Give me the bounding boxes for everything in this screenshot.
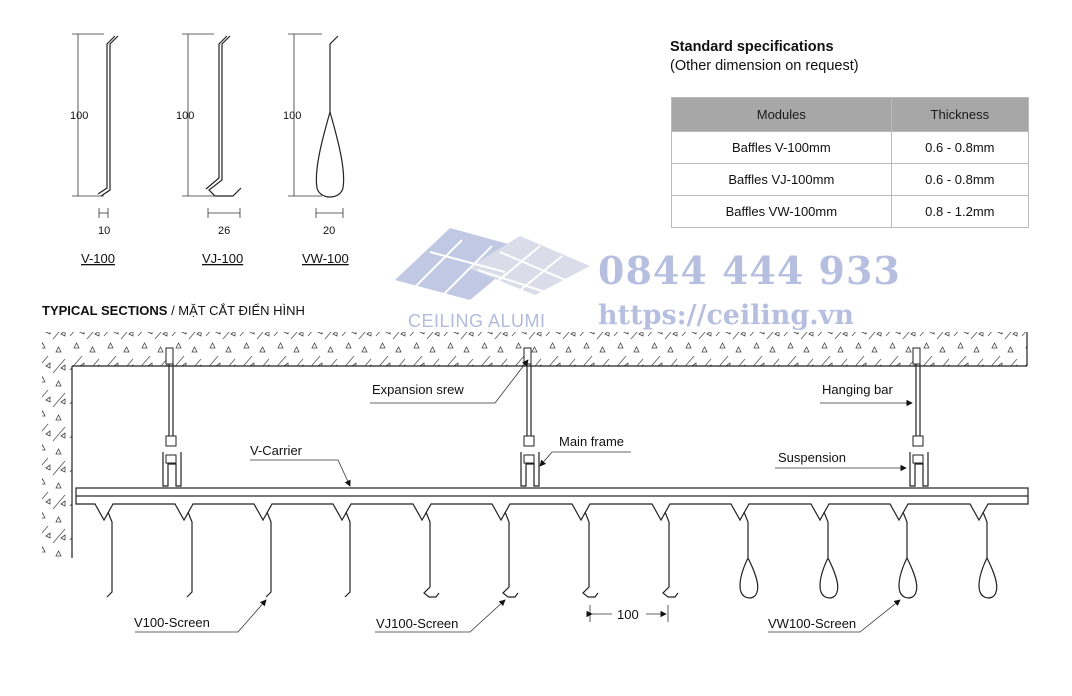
table-row: Baffles VJ-100mm 0.6 - 0.8mm [671, 163, 1030, 196]
watermark-url: https://ceiling.vn [598, 300, 854, 331]
vj100-screen-label: VJ100-Screen [376, 616, 458, 631]
table-row: Baffles VW-100mm 0.8 - 1.2mm [671, 195, 1030, 228]
section-title-rest: / MẶT CẮT ĐIỂN HÌNH [167, 303, 305, 318]
ceiling-alumi-logo [395, 228, 590, 303]
spec-table: Modules Thickness Baffles V-100mm 0.6 - … [671, 97, 1030, 228]
callout-leaders [135, 359, 913, 633]
v100-screen-label: V100-Screen [134, 615, 210, 630]
spacing-label: 100 [617, 607, 639, 622]
profile-vj-title: VJ-100 [202, 251, 243, 266]
profile-v-title: V-100 [81, 251, 115, 266]
thickness-cell: 0.6 - 0.8mm [890, 163, 1030, 196]
vj100-baffles [423, 511, 679, 598]
v-carrier [75, 487, 1029, 522]
watermark-brand: CEILING ALUMI [408, 311, 546, 331]
thickness-cell: 0.6 - 0.8mm [890, 131, 1030, 164]
section-title: TYPICAL SECTIONS / MẶT CẮT ĐIỂN HÌNH [42, 303, 305, 318]
profile-vw-100 [288, 33, 345, 218]
expansion-screw-label: Expansion srew [372, 382, 464, 397]
modules-header: Modules [671, 97, 892, 132]
v100-baffles [106, 511, 351, 598]
spec-title: Standard specifications [670, 39, 834, 55]
ceiling-slab [42, 332, 1028, 558]
spec-subtitle: (Other dimension on request) [670, 58, 859, 74]
table-row: Baffles V-100mm 0.6 - 0.8mm [671, 131, 1030, 164]
profile-vj-width-label: 26 [218, 225, 230, 237]
module-cell: Baffles VJ-100mm [671, 163, 892, 196]
hanger-left [162, 347, 182, 487]
spec-heading: Standard specifications (Other dimension… [670, 38, 1030, 76]
profile-vw-title: VW-100 [302, 251, 349, 266]
profile-v-100 [72, 33, 119, 218]
suspension-label: Suspension [778, 450, 846, 465]
profile-vw-height-label: 100 [283, 110, 301, 122]
profile-vw-width-label: 20 [323, 225, 335, 237]
spec-table-header: Modules Thickness [671, 97, 1030, 132]
hanger-middle [520, 347, 540, 487]
watermark-phone: 0844 444 933 [598, 248, 901, 293]
profile-v-width-label: 10 [98, 225, 110, 237]
v-carrier-label: V-Carrier [250, 443, 303, 458]
thickness-header: Thickness [890, 97, 1030, 132]
profile-v-height-label: 100 [70, 110, 88, 122]
vw100-screen-label: VW100-Screen [768, 616, 856, 631]
spacing-dimension [586, 605, 669, 622]
vw100-baffles [739, 511, 998, 599]
main-frame-label: Main frame [559, 434, 624, 449]
section-title-bold: TYPICAL SECTIONS [42, 303, 168, 318]
module-cell: Baffles V-100mm [671, 131, 892, 164]
hanging-bar-label: Hanging bar [822, 382, 893, 397]
profile-vj-height-label: 100 [176, 110, 194, 122]
thickness-cell: 0.8 - 1.2mm [890, 195, 1030, 228]
hanger-right [909, 347, 929, 487]
profile-vj-100 [182, 33, 242, 218]
module-cell: Baffles VW-100mm [671, 195, 892, 228]
